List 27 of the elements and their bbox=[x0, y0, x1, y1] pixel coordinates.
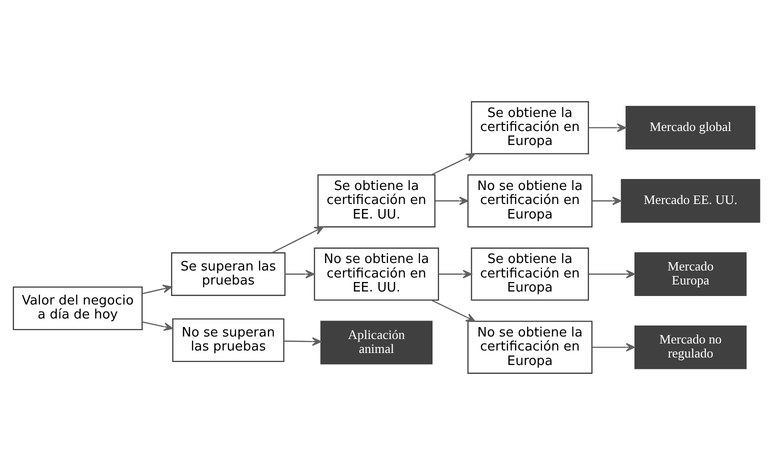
node-box: Mercado global bbox=[626, 106, 756, 150]
arrow bbox=[438, 270, 472, 278]
arrow bbox=[142, 284, 172, 294]
node-box: Se obtiene la certificación en Europa bbox=[470, 101, 589, 154]
arrow bbox=[142, 321, 174, 331]
node-box: Se obtiene la certificación en Europa bbox=[470, 248, 589, 301]
node-box: Valor del negocio a día de hoy bbox=[12, 286, 143, 330]
arrow bbox=[272, 226, 324, 254]
arrow bbox=[592, 196, 622, 206]
node-box: Mercado no regulado bbox=[634, 325, 747, 370]
node-box: No se obtiene la certificación en EE. UU. bbox=[314, 248, 440, 301]
node-box: No se obtiene la certificación en Europa bbox=[467, 174, 593, 228]
node-box: Mercado EE. UU. bbox=[620, 179, 760, 223]
arrow bbox=[435, 196, 468, 206]
arrow bbox=[431, 300, 476, 322]
arrow bbox=[431, 153, 476, 176]
node-box: No se obtiene la certificación en Europa bbox=[467, 320, 593, 374]
node-box: Se superan las pruebas bbox=[171, 252, 286, 296]
node-box: Se obtiene la certificación en EE. UU. bbox=[317, 174, 436, 228]
node-box: Mercado Europa bbox=[634, 252, 747, 296]
arrow bbox=[588, 270, 636, 278]
arrow bbox=[588, 123, 626, 132]
arrow bbox=[284, 337, 322, 346]
node-box: Aplicación animal bbox=[320, 320, 433, 364]
arrow bbox=[592, 343, 636, 352]
arrow bbox=[285, 270, 315, 278]
node-box: No se superan las pruebas bbox=[172, 318, 284, 362]
